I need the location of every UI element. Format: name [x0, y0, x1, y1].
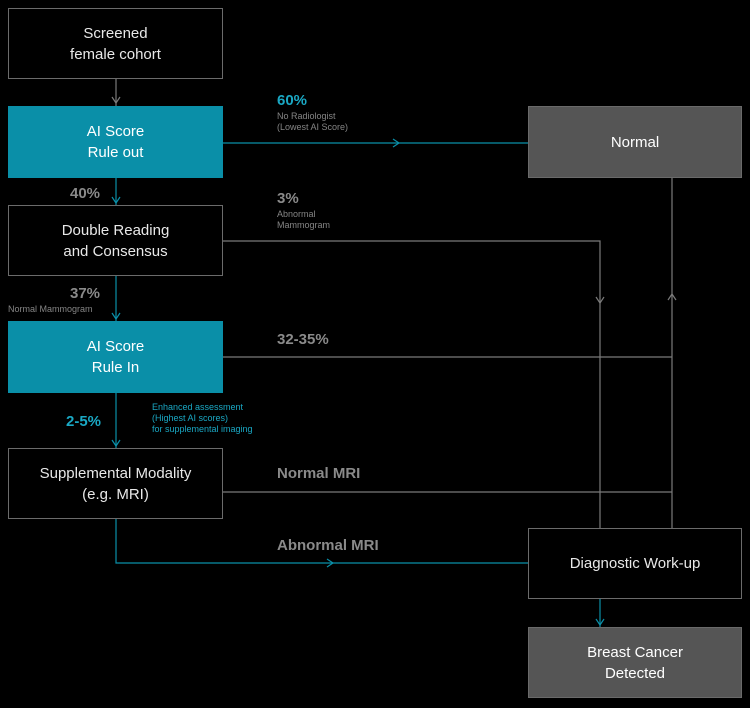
arrow-double-to-workup [223, 240, 601, 528]
arrow-abnormal-mri [115, 519, 528, 564]
note-line: Enhanced assessment [152, 402, 244, 412]
node-label: AI Score [86, 123, 145, 140]
node-label: Rule In [91, 359, 140, 376]
normal-mri-label: Normal MRI [277, 465, 361, 482]
pct-40-label: 40% [70, 185, 101, 202]
note-line: (Lowest AI Score) [277, 122, 349, 132]
node-label: Detected [604, 664, 666, 682]
note-3: Abnormal Mammogram [277, 209, 330, 231]
node-label: Diagnostic Work-up [569, 555, 701, 572]
arrowhead [392, 138, 401, 148]
pct-2-5-label: 2-5% [66, 413, 102, 430]
ai-score-rule-out-node: AI Score Rule out [8, 106, 223, 178]
note-37: Normal Mammogram [8, 304, 93, 314]
node-label: AI Score [86, 338, 145, 355]
note-line: No Radiologist [277, 111, 336, 121]
pct-3-label: 3% [277, 190, 299, 207]
arrowhead [111, 439, 121, 448]
normal-node: Normal [528, 106, 742, 178]
note-line: for supplemental imaging [152, 424, 253, 434]
node-label: (e.g. MRI) [82, 485, 149, 503]
pct-37-label: 37% [70, 285, 101, 302]
arrowhead [667, 292, 677, 301]
breast-cancer-detected-node: Breast Cancer Detected [528, 627, 742, 698]
arrowhead [111, 196, 121, 205]
supplemental-modality-node: Supplemental Modality (e.g. MRI) [8, 448, 223, 519]
node-label: Rule out [87, 144, 144, 161]
node-label: and Consensus [63, 242, 168, 260]
pct-60-label: 60% [277, 92, 308, 109]
screened-cohort-node: Screened female cohort [8, 8, 223, 79]
note-2-5: Enhanced assessment (Highest AI scores) … [152, 402, 253, 435]
arrowhead [111, 96, 121, 105]
note-60: No Radiologist (Lowest AI Score) [277, 111, 348, 133]
arrowhead [595, 618, 605, 627]
node-label: Screened [83, 24, 148, 42]
note-line: Abnormal [277, 209, 316, 219]
node-label: Breast Cancer [587, 643, 683, 661]
diagnostic-workup-node: Diagnostic Work-up [528, 528, 742, 599]
node-label: Double Reading [61, 221, 170, 239]
node-label: Supplemental Modality [39, 464, 192, 482]
node-label: female cohort [70, 45, 161, 63]
double-reading-node: Double Reading and Consensus [8, 205, 223, 276]
note-line: (Highest AI scores) [152, 413, 229, 423]
pct-32-35-label: 32-35% [277, 331, 329, 348]
node-label: Normal [610, 133, 660, 151]
note-line: Mammogram [277, 220, 331, 230]
arrowhead [111, 312, 121, 321]
ai-score-rule-in-node: AI Score Rule In [8, 321, 223, 393]
arrowhead [595, 296, 605, 305]
abnormal-mri-label: Abnormal MRI [277, 537, 379, 554]
arrowhead [326, 558, 335, 568]
